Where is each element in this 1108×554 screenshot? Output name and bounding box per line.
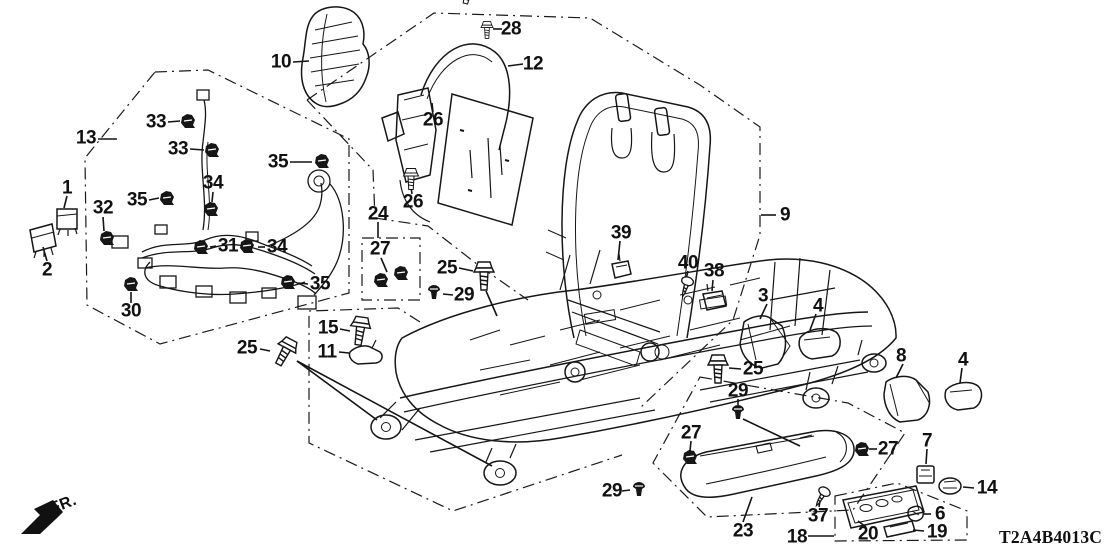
callout-1: 1 [61, 177, 73, 199]
part-3-cover [739, 315, 791, 369]
callout-20: 20 [857, 523, 879, 545]
callout-25a: 25 [236, 337, 258, 359]
callout-4b: 4 [957, 349, 969, 371]
callout-38: 38 [703, 260, 725, 282]
callout-34a: 34 [202, 172, 224, 194]
callout-8: 8 [895, 345, 907, 367]
part-10-cover [300, 6, 370, 108]
part-2-relay [29, 223, 57, 259]
hardware-glyphs [99, 0, 870, 510]
callout-19: 19 [926, 521, 948, 543]
part-14-bush [938, 477, 962, 495]
diagram-code: T2A4B4013C [999, 527, 1103, 547]
callout-24: 24 [367, 203, 389, 225]
callout-35b: 35 [267, 151, 289, 173]
part-39-sensor [611, 253, 632, 279]
callout-3: 3 [757, 285, 769, 307]
callout-25b: 25 [436, 257, 458, 279]
part-19-switch-knob [883, 520, 916, 538]
callout-34b: 34 [266, 236, 288, 258]
callout-26b: 26 [402, 191, 424, 213]
part-20-switch-panel [842, 485, 925, 529]
callout-11: 11 [317, 341, 337, 363]
callout-29b: 29 [727, 380, 749, 402]
leader-lines [42, 28, 975, 537]
callout-29a: 29 [453, 284, 475, 306]
callout-18: 18 [786, 526, 808, 548]
callout-13: 13 [75, 127, 97, 149]
part-12-panel-assembly [381, 43, 534, 226]
callout-2: 2 [41, 259, 53, 281]
part-cushion-frame [370, 249, 897, 486]
callout-26a: 26 [422, 109, 444, 131]
callout-10: 10 [270, 51, 292, 73]
part-6-knob [907, 505, 924, 522]
part-4-cover-right [944, 381, 983, 411]
part-9-seatback-frame [545, 91, 712, 367]
part-7-holder [916, 465, 935, 484]
callout-40: 40 [677, 252, 699, 274]
callout-12: 12 [522, 53, 544, 75]
callout-7: 7 [921, 430, 933, 452]
callout-6: 6 [934, 503, 946, 525]
callout-27c: 27 [877, 438, 899, 460]
callout-33a: 33 [145, 111, 167, 133]
callout-28: 28 [500, 18, 522, 40]
callout-23: 23 [732, 520, 754, 542]
callout-30: 30 [120, 300, 142, 322]
callout-39: 39 [610, 222, 632, 244]
part-8-cover [883, 375, 931, 423]
part-38-sensor [702, 283, 727, 311]
callout-25c: 25 [742, 358, 764, 380]
part-1-relay [56, 208, 78, 236]
callout-29c: 29 [601, 480, 623, 502]
dashed-region-outlines [84, 12, 968, 542]
callout-35a: 35 [126, 189, 148, 211]
callout-37: 37 [807, 505, 829, 527]
callout-31: 31 [217, 235, 239, 257]
callout-27b: 27 [680, 422, 702, 444]
part-4-cover-left [798, 327, 841, 360]
callout-32: 32 [92, 197, 114, 219]
callout-4a: 4 [812, 295, 824, 317]
part-23-armrest [680, 430, 855, 499]
fr-direction-arrow [21, 500, 63, 534]
part-11-lever [348, 339, 383, 365]
callout-35c: 35 [309, 273, 331, 295]
callout-14: 14 [976, 477, 998, 499]
callout-15: 15 [317, 317, 339, 339]
callout-33b: 33 [167, 138, 189, 160]
callout-27a: 27 [369, 238, 391, 260]
part-13-harness [111, 89, 344, 310]
parts-line-art [29, 6, 983, 538]
callout-9: 9 [779, 204, 791, 226]
